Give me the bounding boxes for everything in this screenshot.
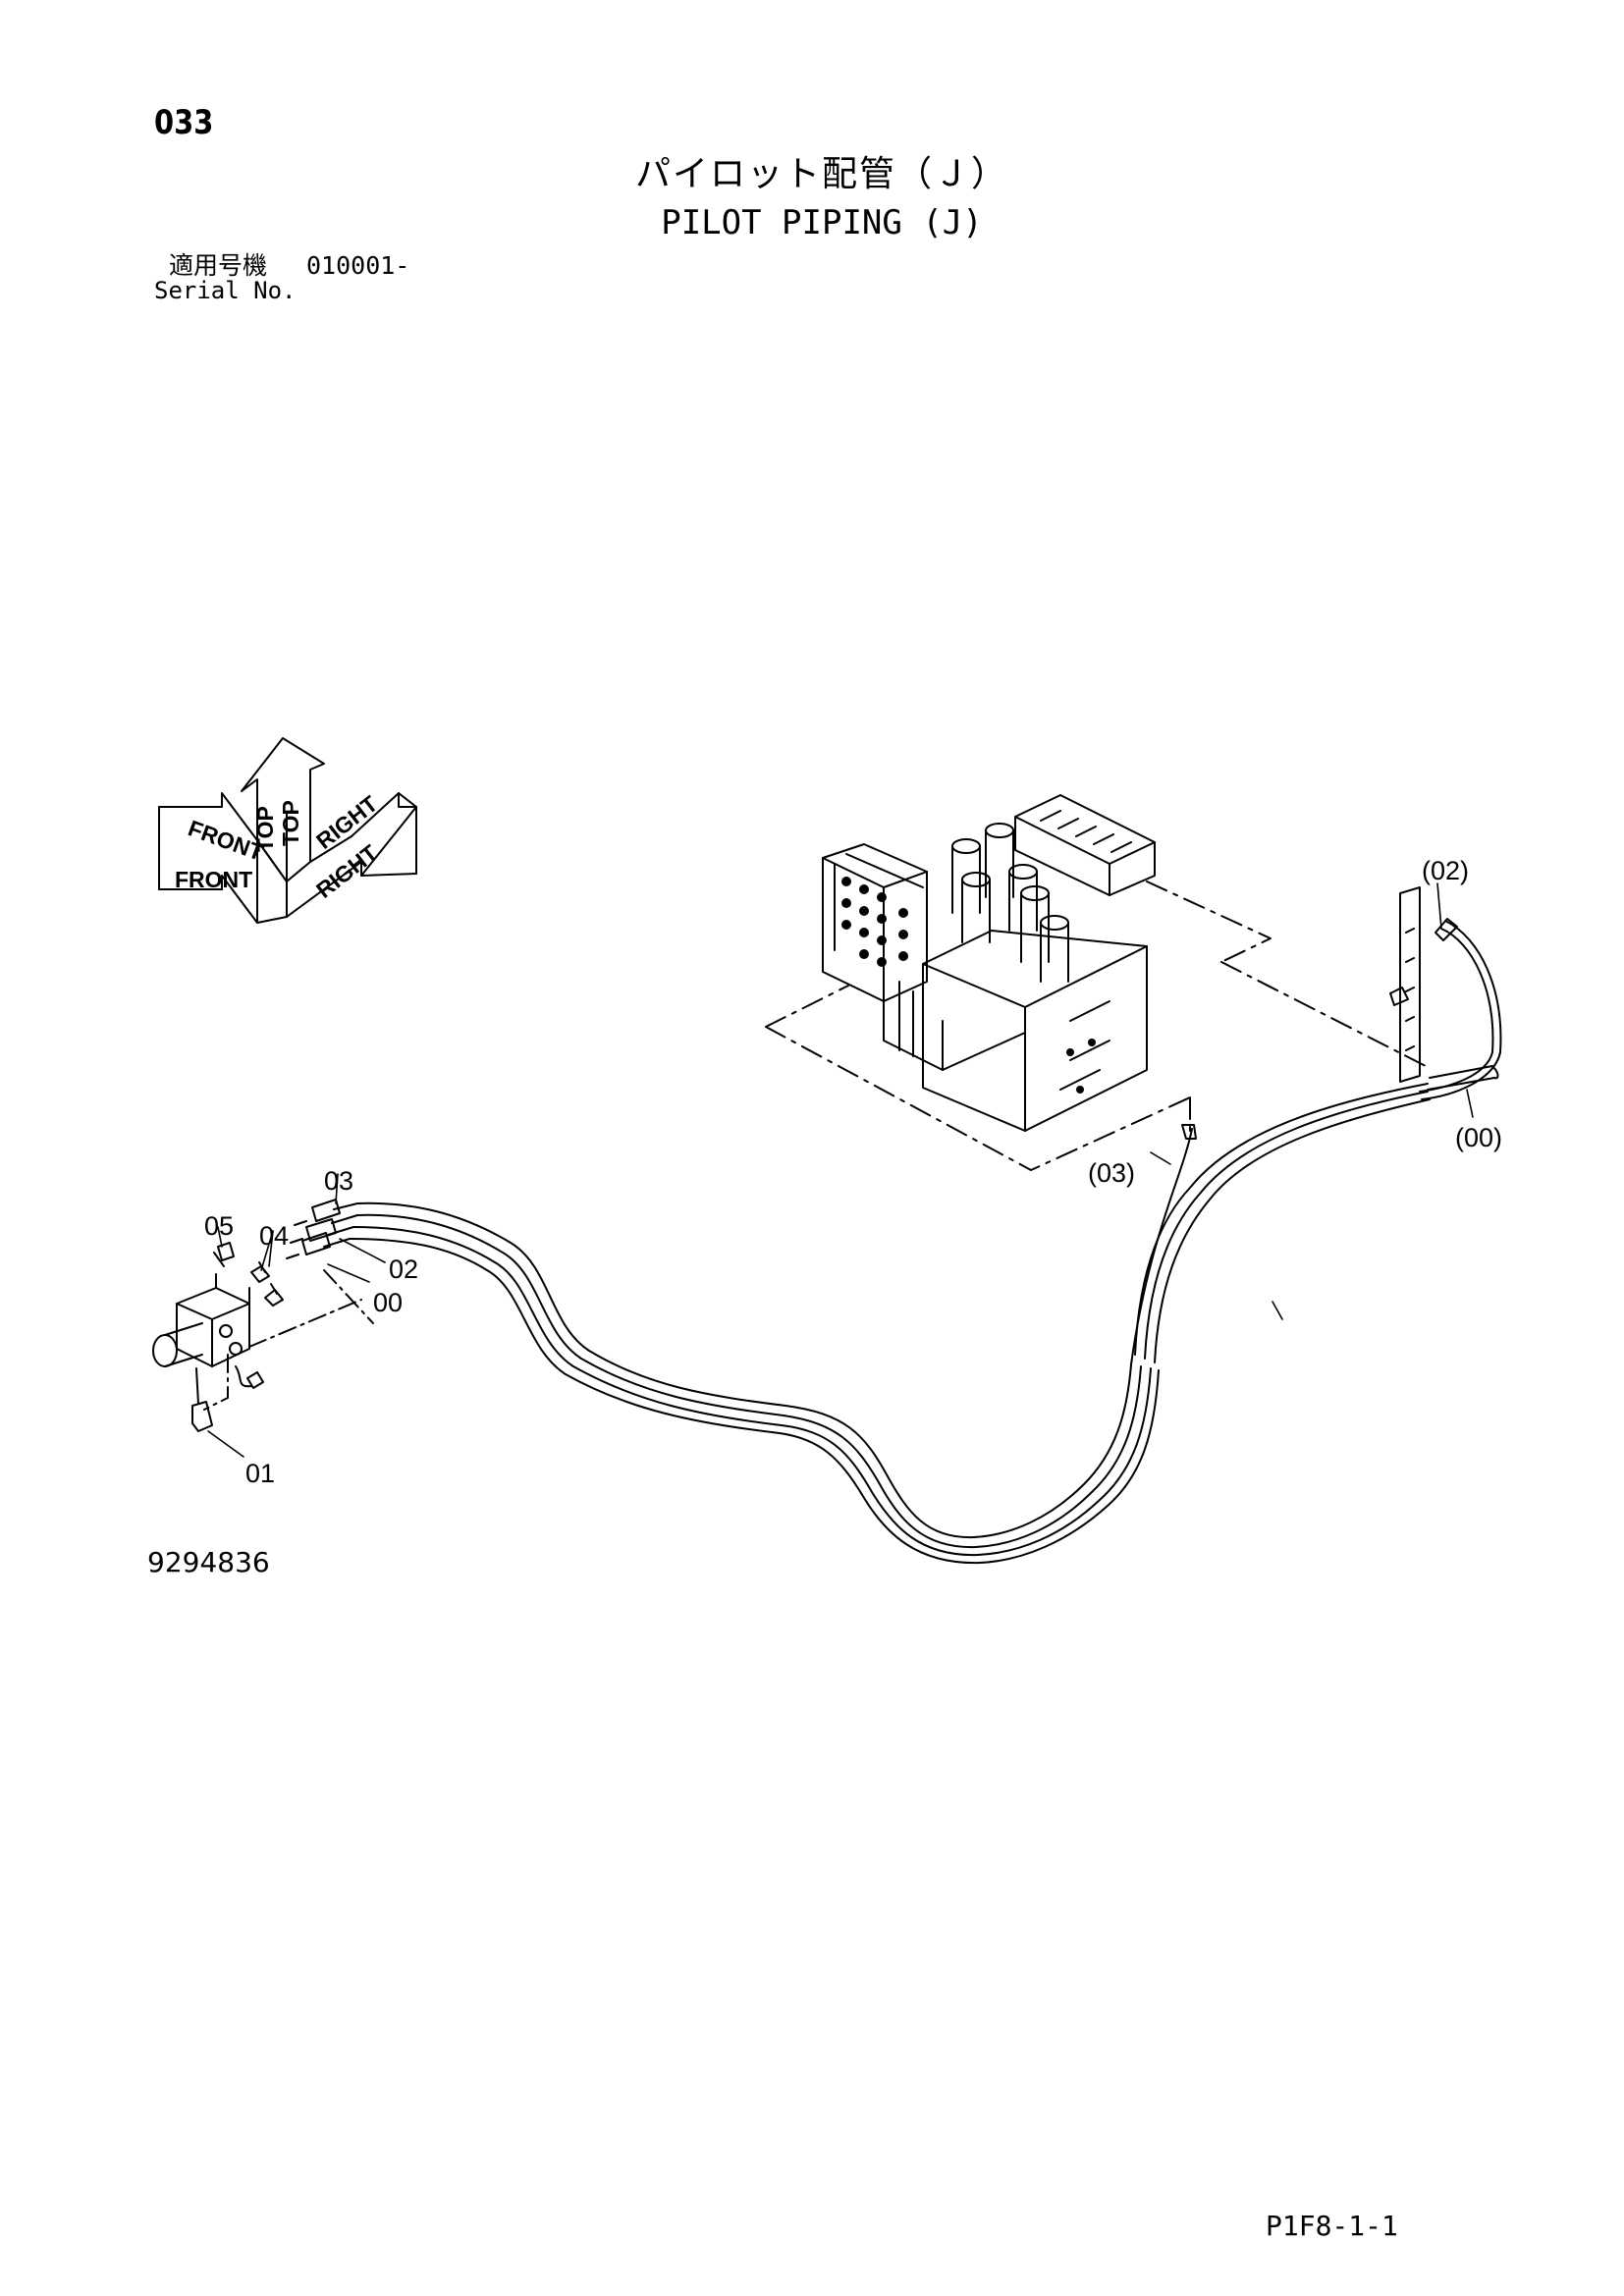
serial-label-english: Serial No. xyxy=(154,277,297,304)
manifold-bracket xyxy=(1389,886,1421,1083)
callout-02: 02 xyxy=(389,1255,418,1284)
callout-04: 04 xyxy=(259,1221,289,1251)
page-number: 033 xyxy=(154,103,214,142)
hose-bundle-right xyxy=(1130,918,1502,1365)
hose-run-main xyxy=(349,1201,1160,1565)
pilot-block-fittings xyxy=(841,877,1096,1094)
front-label-lower: FRONT xyxy=(175,867,252,892)
right-label-lower: RIGHT xyxy=(311,839,382,903)
serial-range: 010001- xyxy=(306,251,410,280)
callout-03-paren: (03) xyxy=(1088,1158,1135,1188)
hose-end-fittings xyxy=(286,1199,374,1324)
solenoid-valve xyxy=(152,1242,362,1432)
control-valve-assembly xyxy=(765,794,1427,1171)
page-code: P1F8-1-1 xyxy=(1266,2210,1398,2242)
callout-02-paren: (02) xyxy=(1422,856,1469,885)
page-title-english: PILOT PIPING (J) xyxy=(661,203,983,242)
page-title-japanese: パイロット配管（Ｊ） xyxy=(634,154,1008,194)
serial-label-japanese: 適用号機 xyxy=(169,251,268,280)
top-label-left: TOP xyxy=(252,806,278,852)
callout-00-paren: (00) xyxy=(1455,1123,1502,1152)
right-label-upper: RIGHT xyxy=(311,790,382,854)
drawing-number: 9294836 xyxy=(147,1546,270,1578)
leader-lines xyxy=(207,882,1474,1458)
callout-05: 05 xyxy=(204,1211,234,1241)
orientation-indicator xyxy=(158,737,417,924)
callout-03: 03 xyxy=(324,1166,353,1196)
top-label-right: TOP xyxy=(278,800,303,846)
callout-01: 01 xyxy=(245,1459,275,1488)
callout-00: 00 xyxy=(373,1288,403,1317)
part-callouts: (02) (00) (03) 03 05 04 02 00 01 xyxy=(204,856,1502,1488)
